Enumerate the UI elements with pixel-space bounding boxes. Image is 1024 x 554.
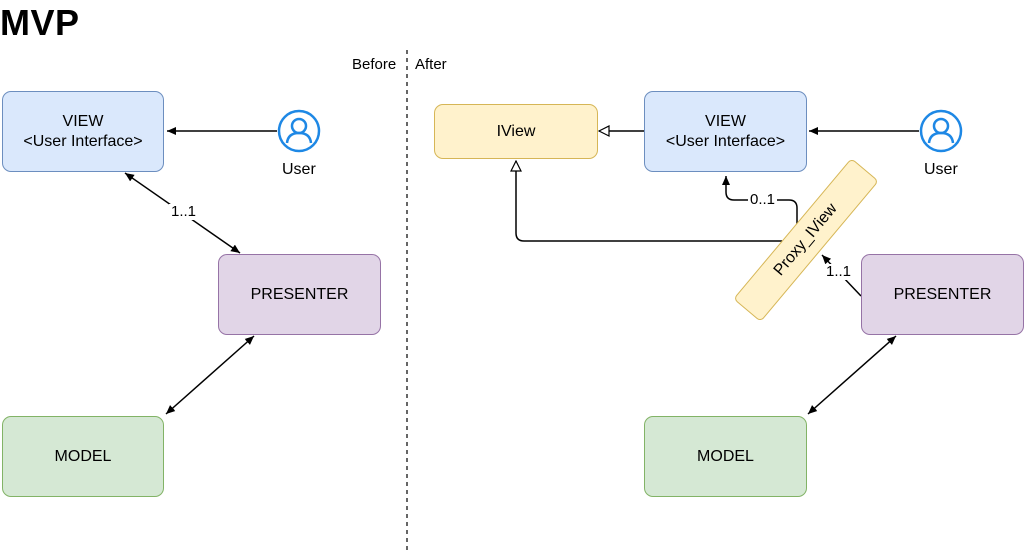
view-subtitle: <User Interface> bbox=[665, 132, 786, 150]
after-label: After bbox=[415, 56, 447, 73]
user-icon bbox=[277, 109, 321, 153]
presenter-label: PRESENTER bbox=[250, 285, 349, 303]
view-title: VIEW bbox=[62, 112, 104, 130]
iview-label: IView bbox=[496, 122, 536, 140]
user-label-after: User bbox=[924, 161, 958, 178]
presenter-box[interactable]: PRESENTER bbox=[218, 254, 381, 335]
view-title: VIEW bbox=[705, 112, 746, 130]
edge-label-presenter-proxy: 1..1 bbox=[824, 263, 854, 280]
presenter-box-after[interactable]: PRESENTER bbox=[861, 254, 1024, 335]
view-box-after[interactable]: VIEW <User Interface> bbox=[644, 91, 807, 172]
model-box[interactable]: MODEL bbox=[2, 416, 164, 497]
edge-presenter-model bbox=[165, 335, 255, 415]
edge-label-view-presenter: 1..1 bbox=[169, 203, 199, 220]
view-box[interactable]: VIEW <User Interface> bbox=[2, 91, 164, 172]
edge-proxy-implements-iview bbox=[516, 161, 782, 242]
view-subtitle: <User Interface> bbox=[23, 132, 143, 150]
diagram-title: MVP bbox=[0, 2, 80, 43]
iview-box[interactable]: IView bbox=[434, 104, 598, 159]
model-label: MODEL bbox=[54, 447, 112, 465]
user-icon bbox=[919, 109, 963, 153]
presenter-label: PRESENTER bbox=[893, 285, 992, 303]
user-label: User bbox=[282, 161, 316, 178]
model-label: MODEL bbox=[697, 447, 754, 465]
edge-label-proxy-view: 0..1 bbox=[748, 191, 778, 208]
model-box-after[interactable]: MODEL bbox=[644, 416, 807, 497]
before-label: Before bbox=[352, 56, 397, 73]
edge-presenter-model-after bbox=[807, 335, 897, 415]
